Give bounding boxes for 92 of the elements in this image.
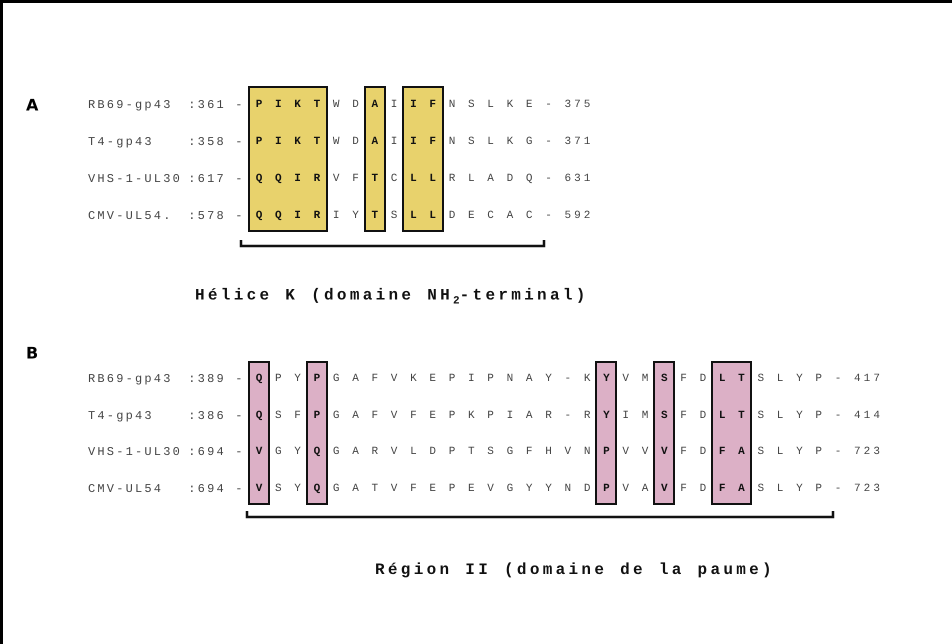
residue-sequence: S L Y P - 723 [758, 446, 883, 458]
conserved-residue-box [248, 86, 328, 232]
residue-sequence: N S L K E - 375 [448, 99, 594, 111]
conserved-residues: Y [603, 373, 613, 385]
start-position: :386 - [188, 409, 245, 423]
residue-sequence: I [390, 99, 400, 111]
start-position: :694 - [188, 482, 245, 496]
sequence-name: RB69-gp43 [88, 372, 173, 386]
conserved-residues: V [256, 483, 266, 495]
region-caption: Région II (domaine de la paume) [375, 561, 775, 579]
conserved-residues: V [660, 483, 671, 495]
residue-sequence: F D [680, 373, 710, 385]
residue-sequence: D E C A C - 592 [448, 210, 594, 222]
residue-sequence: P Y [275, 373, 304, 385]
residue-sequence: R L A D Q - 631 [448, 173, 594, 185]
conserved-residues: P [314, 410, 324, 422]
sequence-name: VHS-1-UL30 [88, 445, 182, 459]
conserved-residue-box [711, 361, 752, 505]
conserved-residues: P I K T [256, 136, 324, 148]
conserved-residue-box [306, 361, 328, 505]
start-position: :389 - [188, 372, 245, 386]
conserved-residues: A [371, 99, 382, 111]
region-caption: Hélice K (domaine NH$_{2}$-terminal) [195, 286, 589, 308]
residue-sequence: G A F V K E P I P N A Y - K [332, 373, 594, 385]
residue-sequence: S [390, 210, 400, 222]
residue-sequence: I M [622, 410, 652, 422]
residue-sequence: F D [680, 446, 710, 458]
sequence-name: VHS-1-UL30 [88, 172, 182, 186]
residue-sequence: I Y [332, 210, 362, 222]
conserved-residues: Q [256, 373, 266, 385]
conserved-residues: Y [603, 410, 613, 422]
conserved-residues: Q [256, 410, 266, 422]
conserved-residues: S [660, 410, 671, 422]
panel-letter: B [26, 344, 38, 362]
residue-sequence: S L Y P - 723 [758, 483, 883, 495]
conserved-residue-box [595, 361, 618, 505]
residue-sequence: W D [332, 99, 362, 111]
conserved-residues: L T [718, 373, 748, 385]
conserved-residues: V [660, 446, 671, 458]
residue-sequence: S F [275, 410, 304, 422]
conserved-residues: T [371, 173, 382, 185]
panel-letter: A [26, 96, 38, 114]
sequence-name: CMV-UL54 [88, 482, 164, 496]
conserved-residue-box [364, 86, 386, 232]
start-position: :694 - [188, 445, 245, 459]
conserved-residues: F A [718, 446, 748, 458]
conserved-residue-box [653, 361, 676, 505]
residue-sequence: V F [332, 173, 362, 185]
start-position: :578 - [188, 209, 245, 223]
sequence-name: T4-gp43 [88, 409, 154, 423]
conserved-residues: Q [314, 446, 324, 458]
conserved-residues: L L [410, 210, 440, 222]
conserved-residues: P [314, 373, 324, 385]
conserved-residues: P I K T [256, 99, 324, 111]
residue-sequence: S L Y P - 414 [758, 410, 883, 422]
residue-sequence: G A T V F E P E V G Y Y N D [332, 483, 594, 495]
conserved-residues: L T [718, 410, 748, 422]
conserved-residues: P [603, 446, 613, 458]
conserved-residues: P [603, 483, 613, 495]
residue-sequence: G A R V L D P T S G F H V N [332, 446, 594, 458]
residue-sequence: N S L K G - 371 [448, 136, 594, 148]
residue-sequence: C [390, 173, 400, 185]
conserved-residues: A [371, 136, 382, 148]
conserved-residues: T [371, 210, 382, 222]
residue-sequence: F D [680, 410, 710, 422]
conserved-residues: L L [410, 173, 440, 185]
conserved-residues: F A [718, 483, 748, 495]
conserved-residues: Q [314, 483, 324, 495]
conserved-residue-box [248, 361, 270, 505]
sequence-name: T4-gp43 [88, 135, 154, 149]
sequence-name: CMV-UL54. [88, 209, 173, 223]
residue-sequence: V V [622, 446, 652, 458]
conserved-residue-box [402, 86, 444, 232]
start-position: :358 - [188, 135, 245, 149]
residue-sequence: W D [332, 136, 362, 148]
conserved-residues: Q Q I R [256, 210, 324, 222]
conserved-residues: S [660, 373, 671, 385]
residue-sequence: S Y [275, 483, 304, 495]
start-position: :361 - [188, 98, 245, 112]
sequence-name: RB69-gp43 [88, 98, 173, 112]
conserved-residues: V [256, 446, 266, 458]
conserved-residues: I F [410, 136, 440, 148]
conserved-residues: Q Q I R [256, 173, 324, 185]
residue-sequence: I [390, 136, 400, 148]
start-position: :617 - [188, 172, 245, 186]
residue-sequence: G A F V F E P K P I A R - R [332, 410, 594, 422]
residue-sequence: V M [622, 373, 652, 385]
residue-sequence: F D [680, 483, 710, 495]
residue-sequence: V A [622, 483, 652, 495]
residue-sequence: G Y [275, 446, 304, 458]
residue-sequence: S L Y P - 417 [758, 373, 883, 385]
conserved-residues: I F [410, 99, 440, 111]
